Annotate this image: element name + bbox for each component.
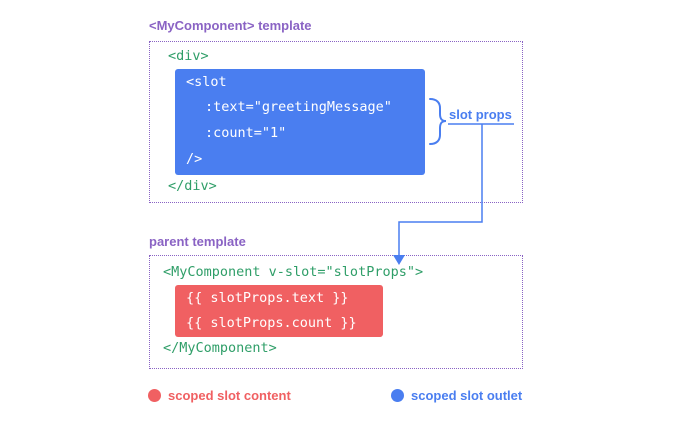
code-div-open: <div> [168,48,209,64]
slot-outlet-block [175,69,425,175]
top-template-label: <MyComponent> template [149,18,312,33]
parent-template-label: parent template [149,234,246,249]
code-component-close: </MyComponent> [163,340,277,356]
code-div-close: </div> [168,178,217,194]
code-expr-count: {{ slotProps.count }} [186,315,357,331]
slot-props-callout-label: slot props [449,107,512,122]
code-prop-count: :count="1" [205,125,287,141]
slot-content-block [175,285,383,337]
code-expr-text: {{ slotProps.text }} [186,290,349,306]
code-prop-text: :text="greetingMessage" [205,99,392,115]
scoped-slot-content-dot [148,389,161,402]
connector-arrow-line [398,124,483,256]
scoped-slot-outlet-legend-label: scoped slot outlet [411,388,523,403]
curly-brace-icon [429,98,447,145]
parent-template-container [149,255,523,369]
scoped-slot-content-legend-label: scoped slot content [168,388,291,403]
code-slot-open: <slot [186,74,227,90]
code-slot-close: /> [186,151,203,167]
top-template-container [149,41,523,203]
code-component-open: <MyComponent v-slot="slotProps"> [163,264,424,280]
arrow-head-icon [393,255,405,265]
scoped-slot-outlet-dot [391,389,404,402]
